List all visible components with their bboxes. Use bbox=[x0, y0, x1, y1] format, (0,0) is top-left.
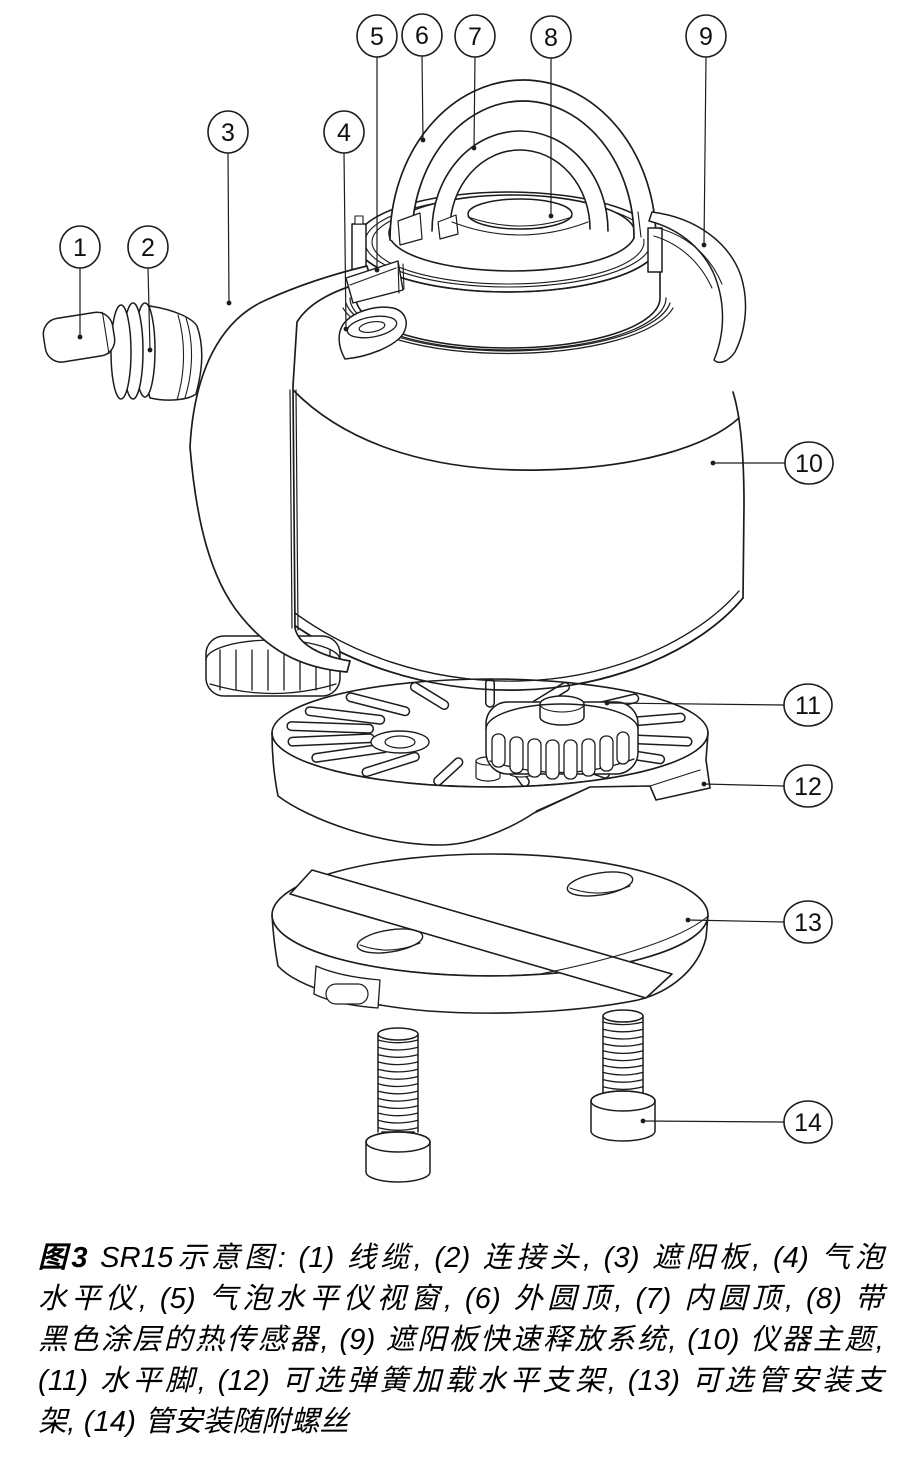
screw-threads bbox=[377, 1039, 419, 1131]
callout-8: 8 bbox=[530, 15, 572, 219]
tube-mount-plate bbox=[271, 853, 709, 1014]
bubble-level bbox=[338, 306, 407, 360]
leader-dot bbox=[226, 300, 232, 306]
callout-bubble bbox=[784, 441, 834, 485]
leader-line bbox=[642, 1120, 785, 1123]
leader-line bbox=[473, 56, 476, 149]
callout-6: 6 bbox=[401, 13, 443, 143]
leveling-foot-right bbox=[485, 695, 639, 780]
callout-number: 12 bbox=[794, 773, 822, 801]
callout-12: 12 bbox=[701, 764, 833, 808]
leader-dot bbox=[685, 917, 691, 923]
callout-bubble bbox=[685, 14, 727, 58]
leader-dot bbox=[471, 145, 477, 151]
callout-3: 3 bbox=[207, 110, 249, 306]
callout-number: 11 bbox=[795, 692, 821, 720]
leader-dot bbox=[701, 781, 707, 787]
knurl-ribs bbox=[491, 731, 630, 780]
callout-bubble bbox=[783, 764, 833, 808]
leader-dot bbox=[548, 213, 554, 219]
callout-number: 8 bbox=[544, 24, 558, 52]
leader-line bbox=[703, 56, 707, 246]
callout-1: 1 bbox=[59, 225, 101, 340]
caption-line: (11) 水平脚, (12) 可选弹簧加载水平支架, (13) 可选管安装支 bbox=[38, 1365, 884, 1397]
callout-11: 11 bbox=[604, 683, 833, 727]
callout-bubble bbox=[783, 683, 833, 727]
callout-bubble bbox=[356, 14, 398, 58]
callout-14: 14 bbox=[640, 1100, 833, 1144]
caption-line: 架, (14) 管安装随附螺丝 bbox=[38, 1406, 349, 1438]
bubble-level-window bbox=[345, 260, 405, 304]
leader-dot bbox=[343, 326, 349, 332]
leader-line bbox=[147, 267, 151, 351]
thermal-sensor bbox=[451, 198, 589, 236]
caption-line: 水平仪, (5) 气泡水平仪视窗, (6) 外圆顶, (7) 内圆顶, (8) … bbox=[38, 1283, 884, 1315]
callout-number: 3 bbox=[221, 119, 235, 147]
callout-bubble bbox=[59, 225, 101, 269]
callout-bubble bbox=[323, 110, 365, 154]
callout-number: 6 bbox=[415, 22, 429, 50]
caption-line: 图3 SR15示意图: (1) 线缆, (2) 连接头, (3) 遮阳板, (4… bbox=[38, 1238, 884, 1279]
leader-dot bbox=[604, 700, 610, 706]
leader-line bbox=[227, 152, 230, 304]
callout-number: 10 bbox=[795, 450, 823, 478]
outer-dome bbox=[389, 79, 657, 246]
leader-dot bbox=[701, 242, 707, 248]
callout-number: 4 bbox=[337, 119, 351, 147]
callout-bubble bbox=[454, 14, 496, 58]
callout-bubble bbox=[401, 13, 443, 57]
callout-number: 5 bbox=[370, 23, 384, 51]
screw-threads bbox=[602, 1021, 644, 1098]
callout-bubble bbox=[127, 225, 169, 269]
callout-bubble bbox=[783, 900, 833, 944]
leader-dot bbox=[374, 267, 380, 273]
leader-dot bbox=[147, 347, 153, 353]
callout-number: 9 bbox=[699, 23, 713, 51]
sun-shield bbox=[189, 265, 372, 673]
callout-2: 2 bbox=[127, 225, 169, 353]
inner-dome bbox=[431, 130, 609, 240]
leader-line bbox=[606, 702, 785, 706]
callout-4: 4 bbox=[323, 110, 365, 332]
leader-dot bbox=[77, 334, 83, 340]
figure-caption: 图3 SR15示意图: (1) 线缆, (2) 连接头, (3) 遮阳板, (4… bbox=[38, 1238, 884, 1443]
callout-bubble bbox=[783, 1100, 833, 1144]
caption-figure-label: 图3 bbox=[38, 1242, 88, 1274]
connector bbox=[110, 302, 203, 401]
callout-bubble bbox=[207, 110, 249, 154]
leader-line bbox=[343, 152, 347, 330]
callout-number: 14 bbox=[794, 1109, 822, 1137]
callout-5: 5 bbox=[356, 14, 398, 273]
callout-number: 7 bbox=[468, 23, 482, 51]
mount-screw-right bbox=[590, 1009, 656, 1142]
leader-line bbox=[421, 55, 424, 141]
instrument-body bbox=[262, 297, 745, 692]
leader-dot bbox=[420, 137, 426, 143]
callout-10: 10 bbox=[710, 441, 834, 485]
mount-screw-left bbox=[365, 1027, 431, 1183]
quick-release bbox=[351, 211, 747, 364]
callout-13: 13 bbox=[685, 900, 833, 944]
leader-dot bbox=[640, 1118, 646, 1124]
callout-number: 1 bbox=[73, 234, 87, 262]
caption-line: 黑色涂层的热传感器, (9) 遮阳板快速释放系统, (10) 仪器主题, bbox=[38, 1324, 884, 1356]
callout-7: 7 bbox=[454, 14, 496, 151]
callout-number: 2 bbox=[141, 234, 155, 262]
leader-line bbox=[703, 783, 785, 787]
caption-text: SR15示意图: (1) 线缆, (2) 连接头, (3) 遮阳板, (4) 气… bbox=[100, 1242, 884, 1274]
callout-9: 9 bbox=[685, 14, 727, 248]
leader-dot bbox=[710, 460, 716, 466]
leader-line bbox=[687, 919, 785, 923]
callout-number: 13 bbox=[794, 909, 822, 937]
callout-bubble bbox=[530, 15, 572, 59]
